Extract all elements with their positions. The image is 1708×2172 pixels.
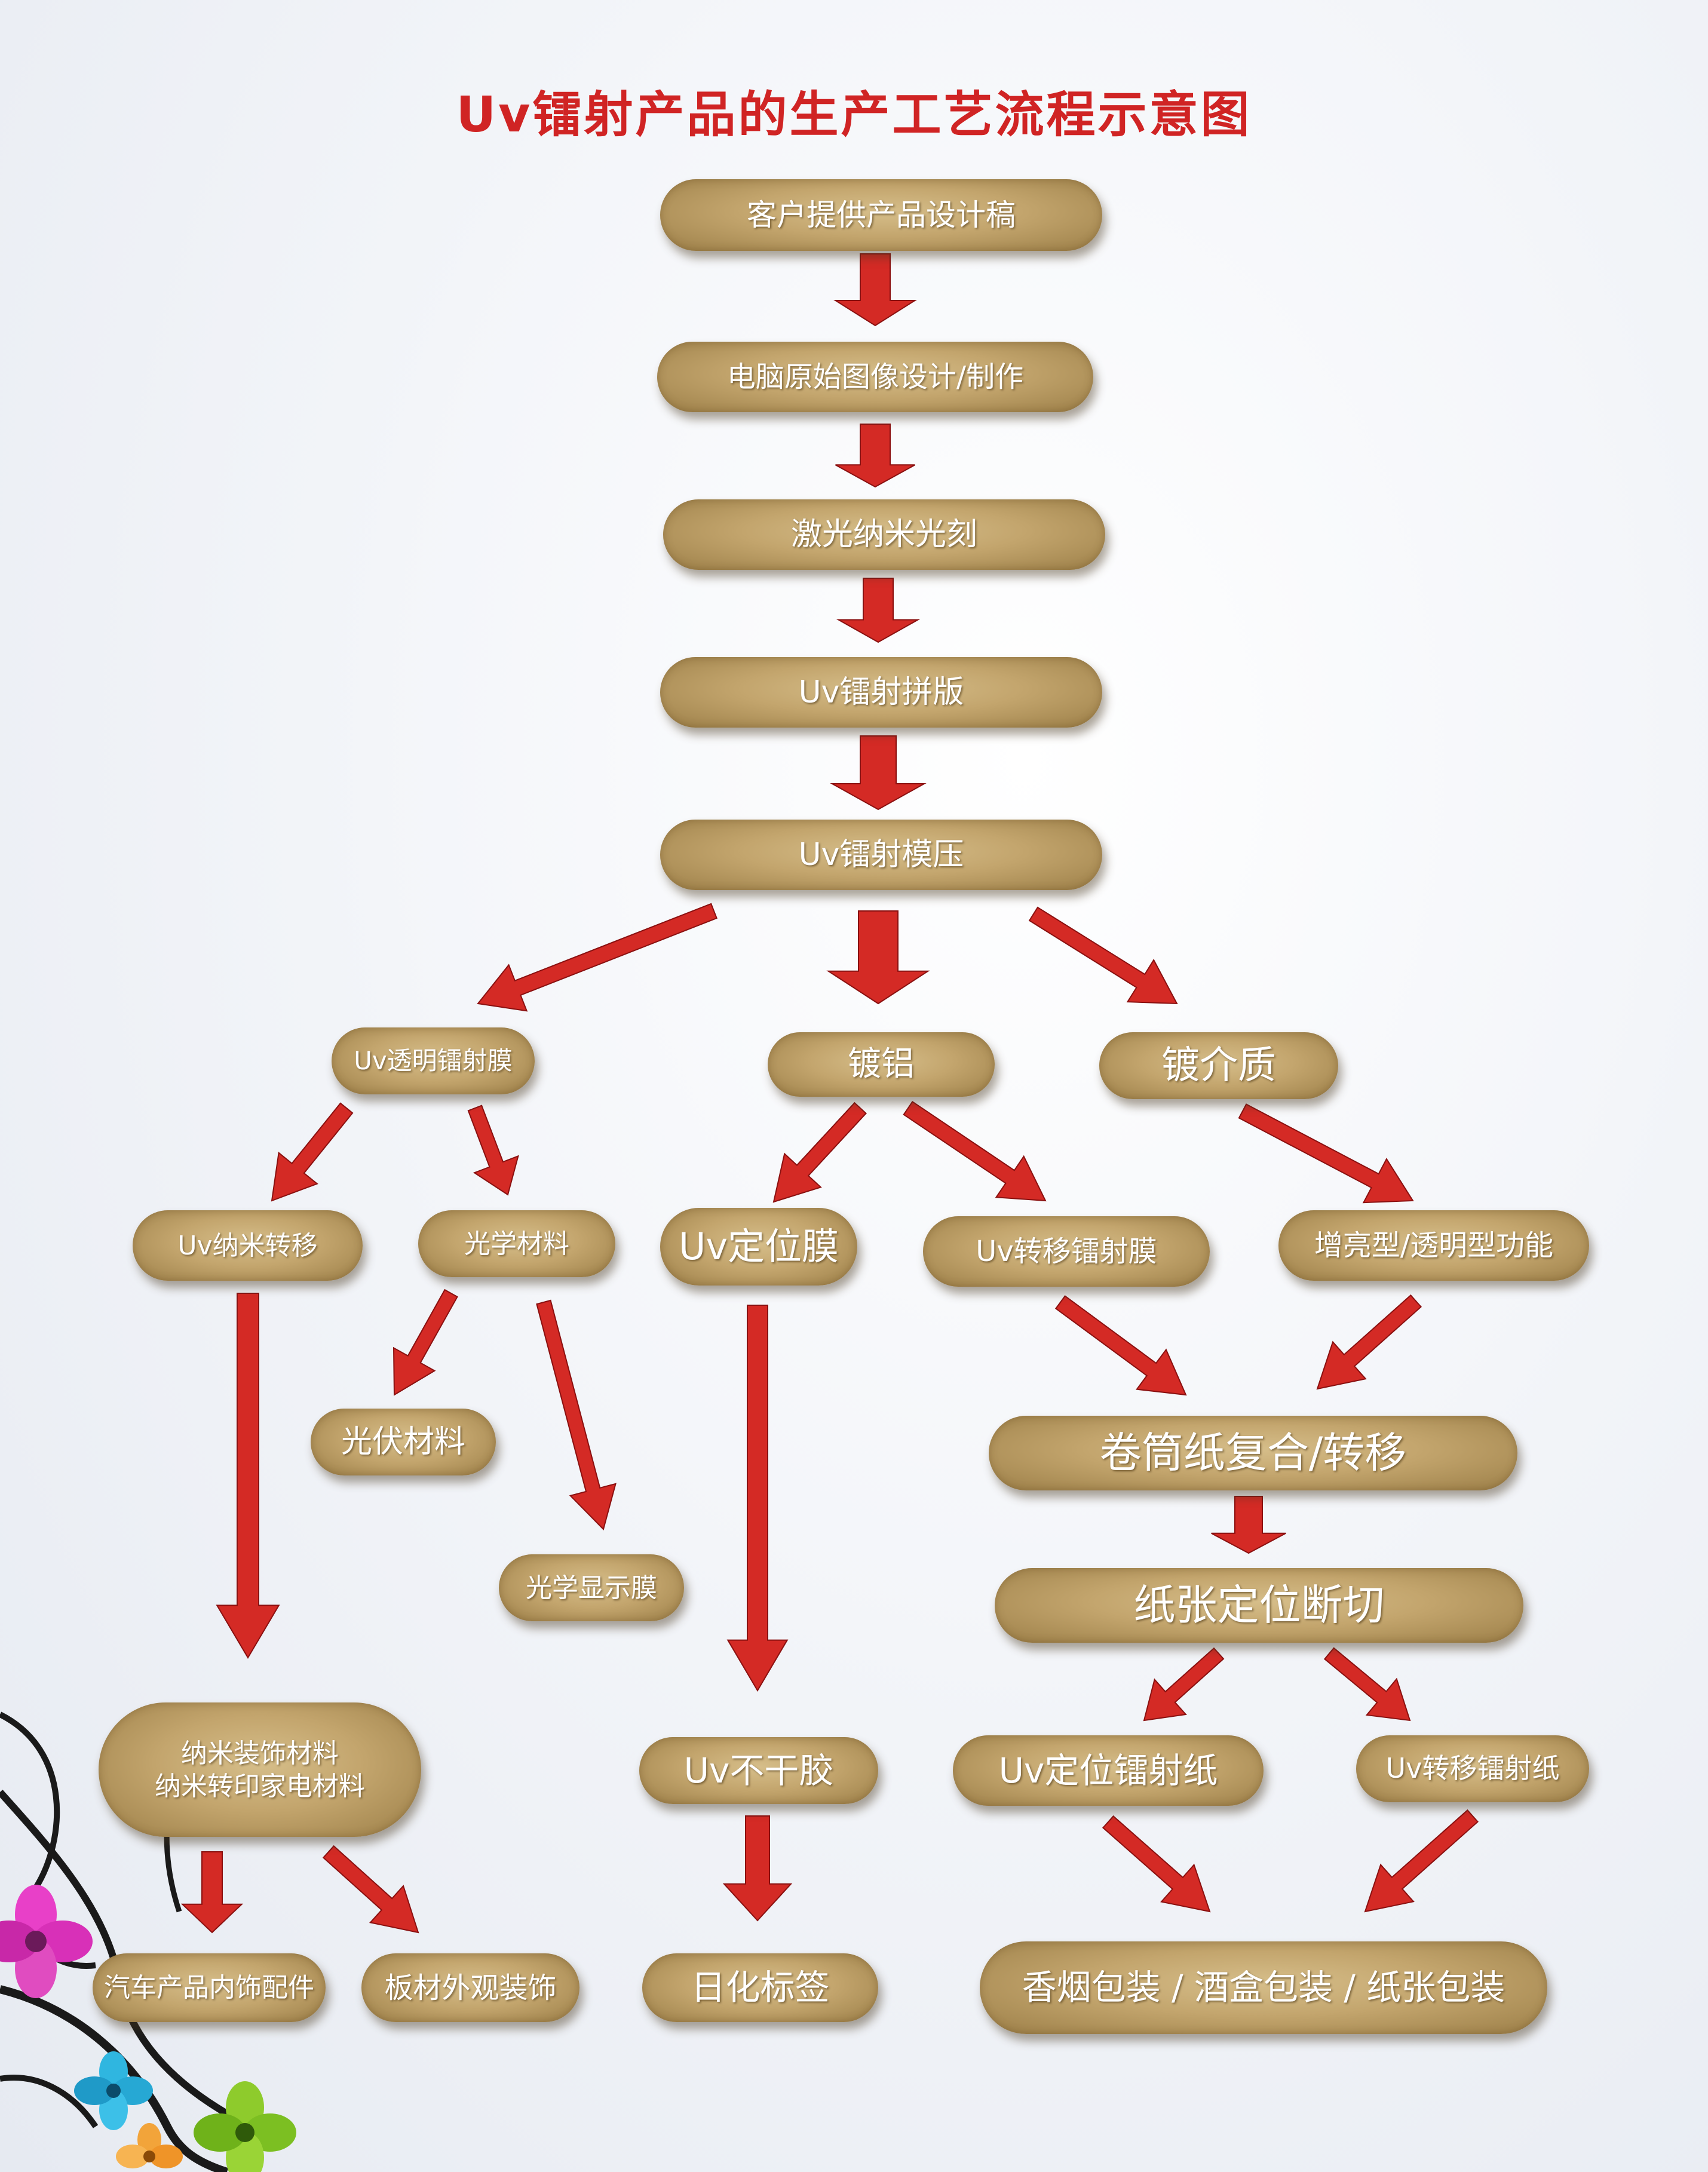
flow-arrow: [323, 1846, 418, 1932]
node-customer-design: 客户提供产品设计稿: [660, 179, 1102, 251]
node-uv-transparent-film: Uv透明镭射膜: [332, 1027, 535, 1094]
node-uv-transfer-film: Uv转移镭射膜: [923, 1216, 1210, 1287]
node-uv-nano-transfer: Uv纳米转移: [133, 1210, 363, 1281]
flow-arrow: [836, 424, 915, 487]
flow-arrow: [468, 1106, 519, 1195]
node-uv-transfer-paper: Uv转移镭射纸: [1356, 1735, 1589, 1802]
node-aluminized: 镀铝: [768, 1032, 995, 1097]
node-daily-label: 日化标签: [642, 1953, 878, 2022]
flow-arrow: [1029, 907, 1177, 1004]
node-nano-decor-materials: 纳米装饰材料 纳米转印家电材料: [99, 1702, 421, 1837]
flow-arrow: [1056, 1296, 1186, 1395]
node-auto-interior: 汽车产品内饰配件: [93, 1953, 326, 2022]
flow-arrow: [1239, 1105, 1413, 1203]
node-uv-positioning-paper: Uv定位镭射纸: [953, 1735, 1264, 1806]
flow-arrow: [1317, 1295, 1421, 1389]
node-optical-display-film: 光学显示膜: [499, 1554, 684, 1621]
node-roll-paper-composite: 卷筒纸复合/转移: [989, 1416, 1517, 1490]
node-uv-self-adhesive: Uv不干胶: [639, 1737, 878, 1804]
flow-arrow: [836, 254, 915, 326]
flow-arrow: [1324, 1648, 1410, 1720]
page-title: Uv镭射产品的生产工艺流程示意图: [0, 75, 1708, 146]
flow-arrow: [1365, 1810, 1478, 1912]
flow-arrow: [829, 911, 928, 1004]
flow-arrow: [1103, 1816, 1210, 1912]
node-board-decor: 板材外观装饰: [361, 1953, 579, 2022]
flow-arrow: [536, 1300, 615, 1529]
node-pv-material: 光伏材料: [311, 1409, 496, 1475]
node-optical-material: 光学材料: [418, 1210, 615, 1277]
flow-arrow: [774, 1103, 866, 1202]
flow-arrow: [832, 736, 924, 809]
node-uv-plate: Uv镭射拼版: [660, 657, 1102, 728]
flow-arrow: [1212, 1496, 1286, 1553]
flow-arrow: [839, 578, 918, 642]
node-computer-design: 电脑原始图像设计/制作: [657, 342, 1093, 412]
flow-arrow: [728, 1305, 787, 1691]
flow-arrow: [394, 1290, 458, 1395]
flow-arrow: [478, 904, 717, 1011]
node-sheet-cutting: 纸张定位断切: [995, 1568, 1523, 1643]
flow-arrow: [217, 1293, 279, 1658]
node-packaging: 香烟包装 / 酒盒包装 / 纸张包装: [980, 1941, 1547, 2034]
node-laser-nano: 激光纳米光刻: [663, 499, 1105, 570]
node-brightening-function: 增亮型/透明型功能: [1278, 1210, 1589, 1281]
node-uv-emboss: Uv镭射模压: [660, 820, 1102, 890]
node-dielectric: 镀介质: [1099, 1032, 1338, 1099]
flow-arrow: [724, 1816, 791, 1921]
flow-arrow: [272, 1103, 352, 1201]
flow-arrow: [1144, 1648, 1223, 1720]
flow-arrow: [904, 1102, 1045, 1201]
node-uv-positioning-film: Uv定位膜: [660, 1208, 857, 1286]
flow-arrow: [182, 1852, 241, 1932]
